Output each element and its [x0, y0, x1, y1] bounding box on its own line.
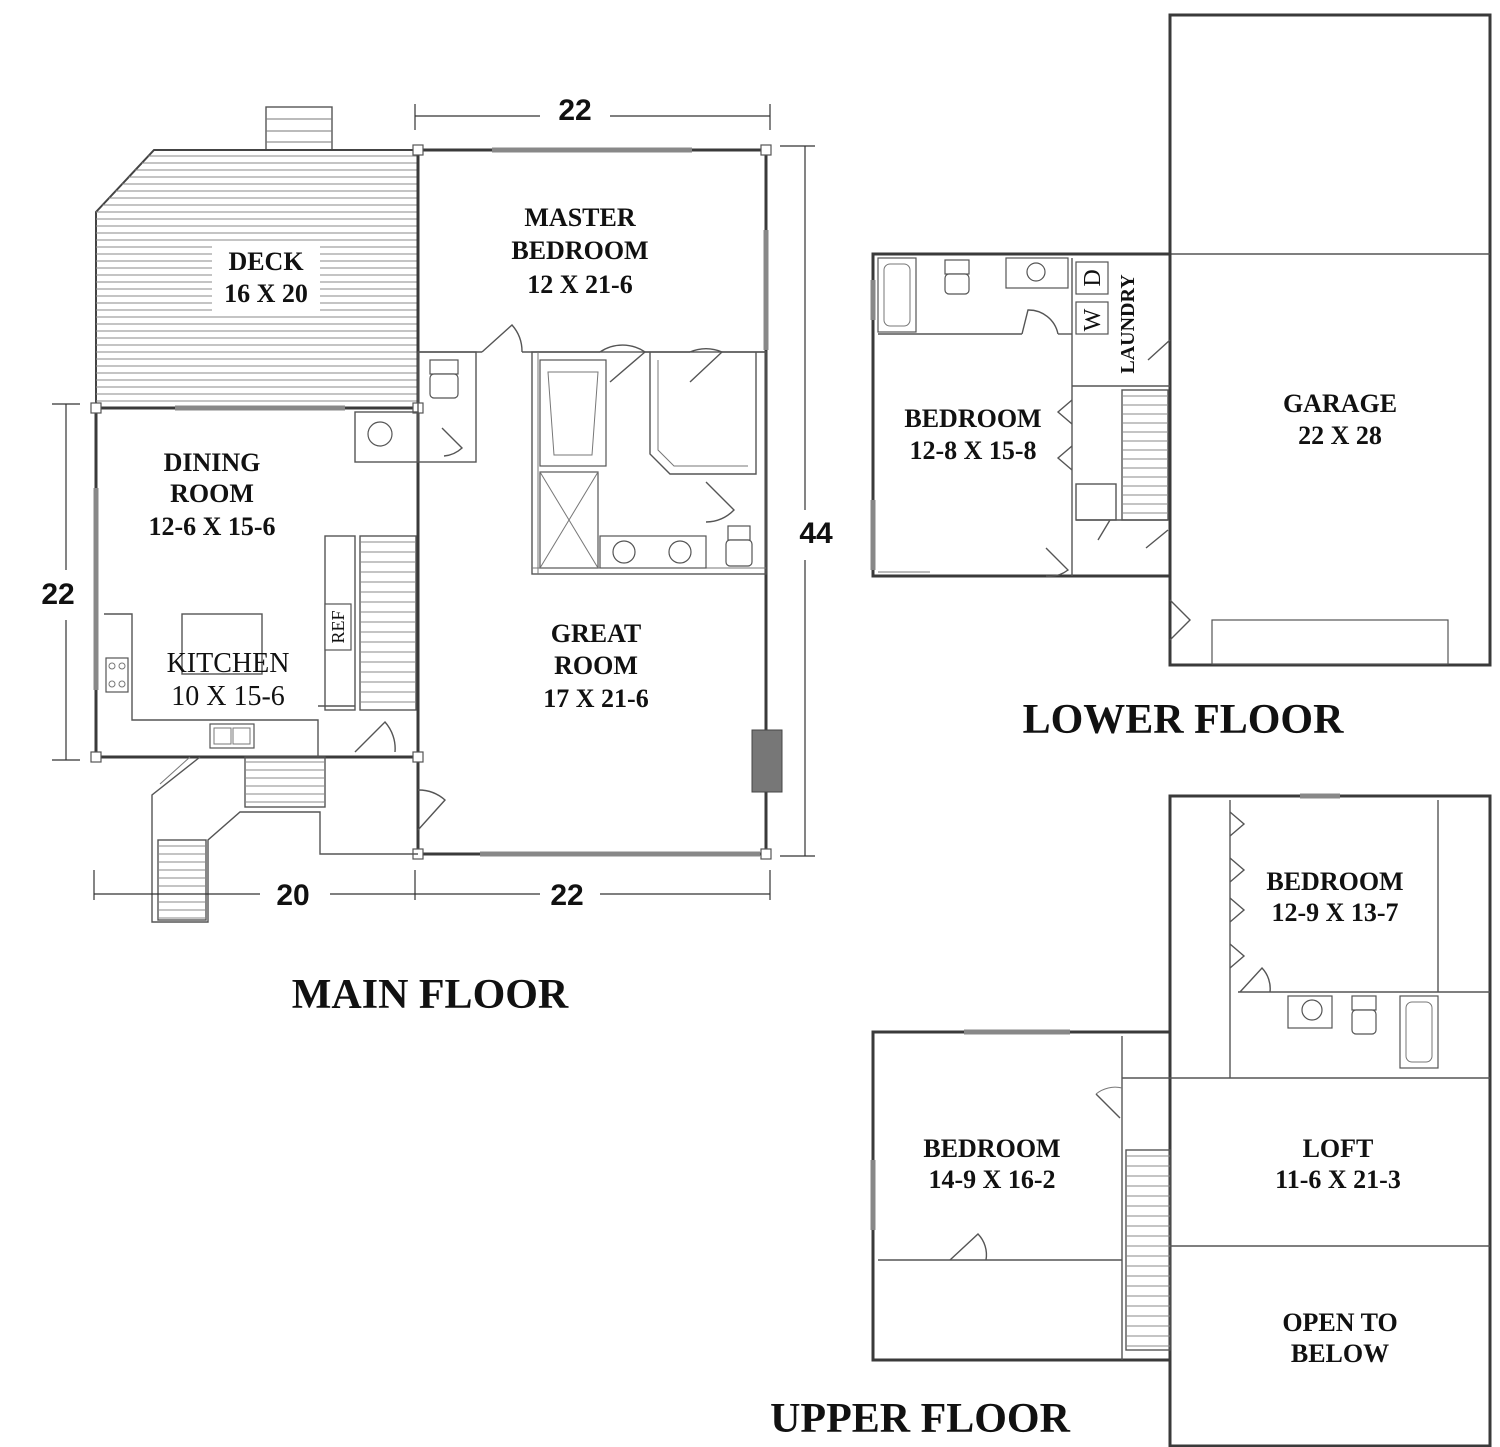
loft-size: 11-6 X 21-3: [1275, 1165, 1401, 1194]
master-bedroom-size: 12 X 21-6: [527, 270, 632, 299]
kitchen-size: 10 X 15-6: [171, 681, 285, 712]
upper-floor-plan: [870, 793, 1492, 1447]
dryer-label: D: [1080, 269, 1106, 286]
main-floor-title: MAIN FLOOR: [292, 972, 569, 1018]
dining-room-name-1: DINING: [164, 448, 261, 477]
upper-bedroom-a-name: BEDROOM: [1266, 867, 1403, 896]
garage-name: GARAGE: [1283, 389, 1397, 418]
great-room-name-2: ROOM: [554, 651, 638, 680]
open-to-below-line-2: BELOW: [1291, 1339, 1389, 1368]
garage-size: 22 X 28: [1298, 421, 1382, 450]
upper-bedroom-b-size: 14-9 X 16-2: [928, 1165, 1055, 1194]
lower-floor-title: LOWER FLOOR: [1023, 697, 1345, 743]
upper-bedroom-b-name: BEDROOM: [923, 1134, 1060, 1163]
washer-label: W: [1080, 308, 1106, 331]
dining-room-size: 12-6 X 15-6: [148, 512, 275, 541]
kitchen-name: KITCHEN: [167, 648, 290, 679]
master-bedroom-name-2: BEDROOM: [511, 236, 648, 265]
dim-top: 22: [558, 94, 591, 127]
lower-bedroom-size: 12-8 X 15-8: [909, 436, 1036, 465]
dim-bottom-right: 22: [550, 879, 583, 912]
upper-floor-title: UPPER FLOOR: [770, 1396, 1070, 1442]
refrigerator-label: REF: [328, 610, 348, 643]
deck-name: DECK: [228, 247, 304, 276]
master-bedroom-name-1: MASTER: [524, 203, 635, 232]
upper-bedroom-a-size: 12-9 X 13-7: [1271, 898, 1398, 927]
dim-bottom-left: 20: [276, 879, 309, 912]
room-labels: DECK 16 X 20 MASTER BEDROOM 12 X 21-6 DI…: [148, 203, 1403, 1368]
dimension-labels: 22 44 22 20 22: [41, 94, 833, 912]
great-room-name-1: GREAT: [551, 619, 642, 648]
loft-name: LOFT: [1303, 1134, 1374, 1163]
dining-room-name-2: ROOM: [170, 479, 254, 508]
great-room-size: 17 X 21-6: [543, 684, 648, 713]
lower-bedroom-name: BEDROOM: [904, 404, 1041, 433]
dim-right: 44: [799, 517, 833, 550]
dim-left: 22: [41, 578, 74, 611]
floor-titles: MAIN FLOOR LOWER FLOOR UPPER FLOOR: [292, 697, 1344, 1442]
lower-floor-plan: [870, 13, 1492, 667]
open-to-below-line-1: OPEN TO: [1282, 1308, 1397, 1337]
laundry-label: LAUNDRY: [1117, 274, 1139, 374]
deck-size: 16 X 20: [224, 279, 308, 308]
